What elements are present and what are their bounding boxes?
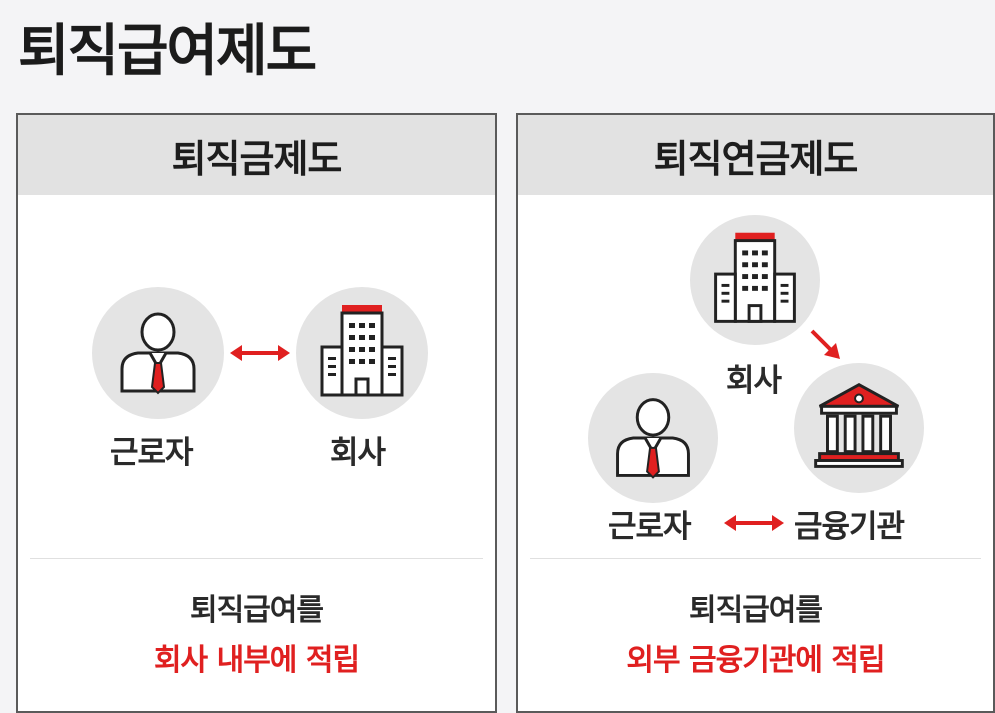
institution-label: 금융기관: [794, 509, 905, 545]
building-icon-circle: [296, 287, 428, 419]
description: 퇴직급여를 회사 내부에 적립: [18, 585, 495, 679]
description-line-2: 외부 금융기관에 적립: [626, 643, 885, 678]
panel-heading: 퇴직금제도: [18, 115, 495, 195]
panel-heading: 퇴직연금제도: [518, 115, 993, 195]
worker-icon: [120, 312, 196, 395]
worker-label: 근로자: [110, 435, 194, 471]
divider: [530, 558, 981, 559]
building-icon: [714, 232, 796, 323]
description-line-1: 퇴직급여를: [190, 593, 324, 628]
double-arrow-icon: [230, 345, 290, 361]
bank-icon-circle: [794, 363, 924, 493]
description: 퇴직급여를 외부 금융기관에 적립: [518, 585, 993, 679]
company-label: 회사: [330, 435, 386, 471]
worker-label: 근로자: [608, 509, 692, 545]
page-title: 퇴직급여제도: [18, 19, 317, 84]
bank-icon: [814, 382, 904, 468]
description-line-2: 회사 내부에 적립: [153, 643, 360, 678]
double-arrow-icon: [724, 515, 784, 531]
description-line-1: 퇴직급여를: [689, 593, 823, 628]
worker-icon-circle: [92, 287, 224, 419]
building-icon-circle: [690, 215, 820, 345]
worker-icon: [616, 398, 690, 479]
diagonal-arrow-icon: [810, 329, 840, 359]
building-icon: [320, 305, 404, 397]
severance-pay-panel: 퇴직금제도 근로자 회: [16, 113, 497, 713]
divider: [30, 558, 483, 559]
company-label: 회사: [726, 363, 782, 399]
worker-icon-circle: [588, 373, 718, 503]
retirement-pension-panel: 퇴직연금제도 회사: [516, 113, 995, 713]
